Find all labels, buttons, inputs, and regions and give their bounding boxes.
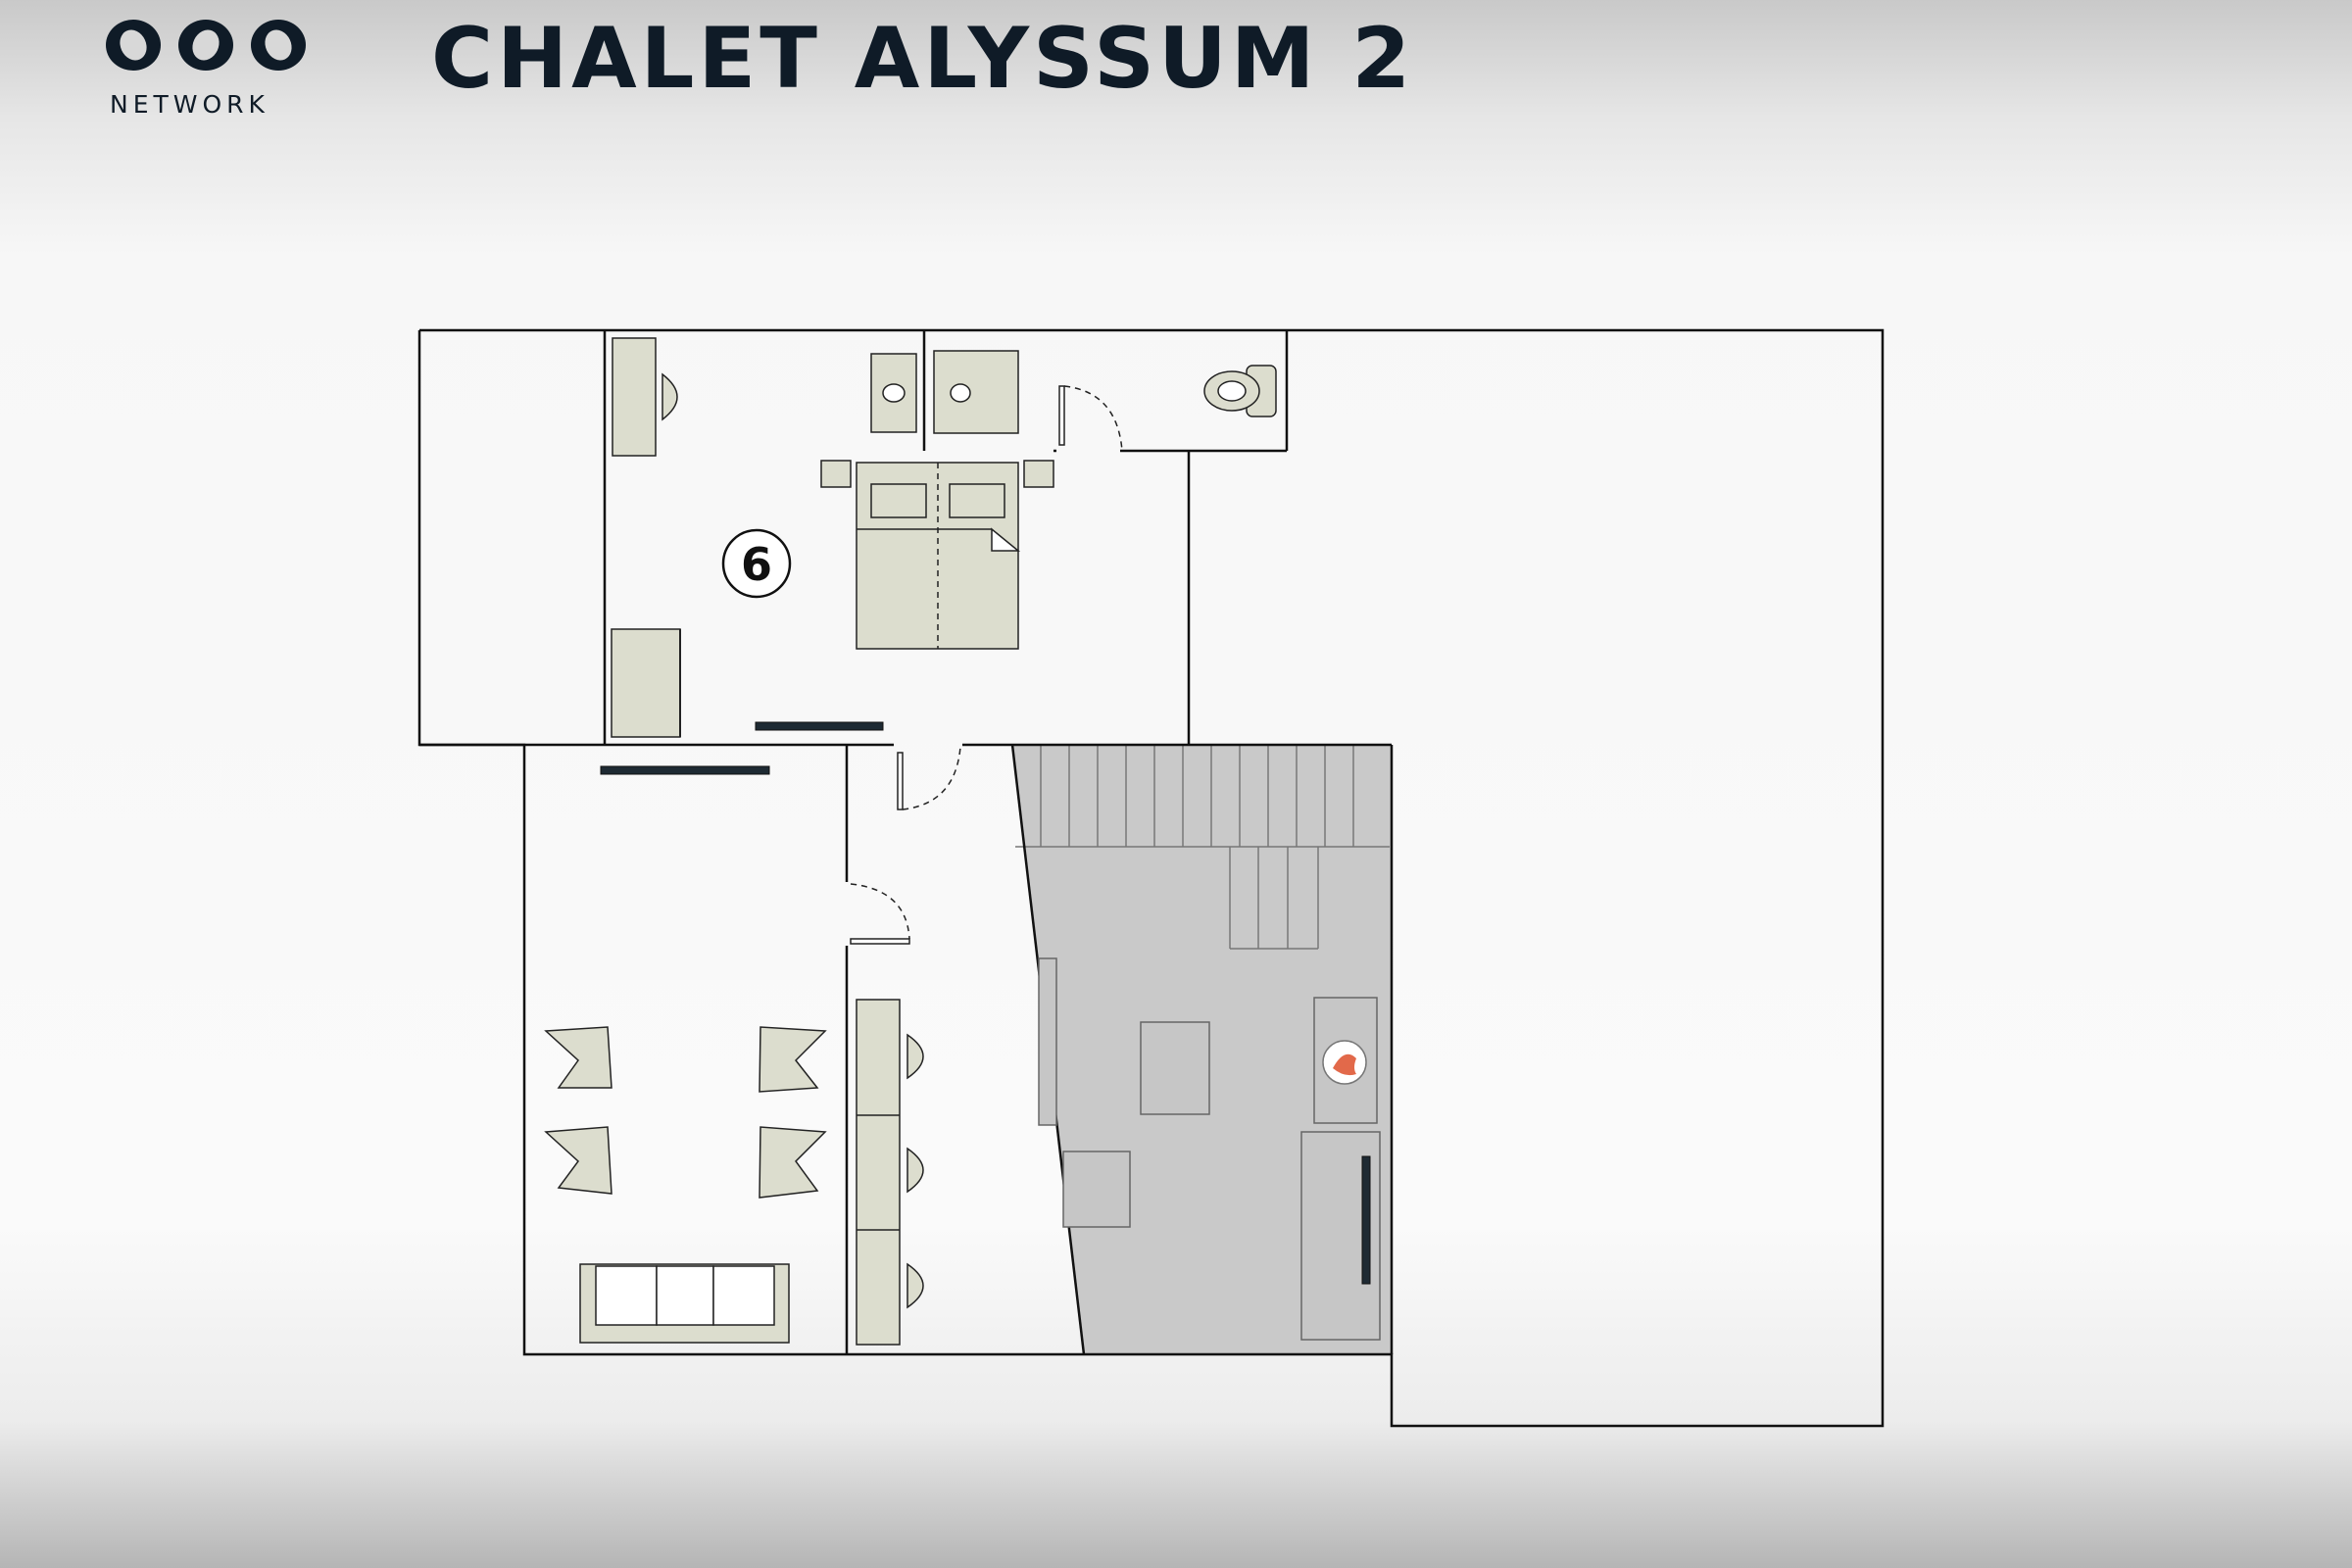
logo-wordmark: NETWORK [110, 90, 270, 119]
doors [850, 385, 1123, 945]
staircase [1015, 745, 1390, 950]
page-title: CHALET ALYSSUM 2 [431, 10, 1415, 108]
living-room-furniture [1038, 957, 1381, 1341]
kitchen-counter [856, 999, 924, 1346]
walls [417, 328, 1885, 1428]
lounge [544, 765, 827, 1344]
ovo-network-logo [106, 20, 306, 71]
room-number-6: 6 [741, 538, 772, 591]
toilet-room [1203, 365, 1277, 417]
bedroom-6: 6 [611, 337, 1054, 738]
